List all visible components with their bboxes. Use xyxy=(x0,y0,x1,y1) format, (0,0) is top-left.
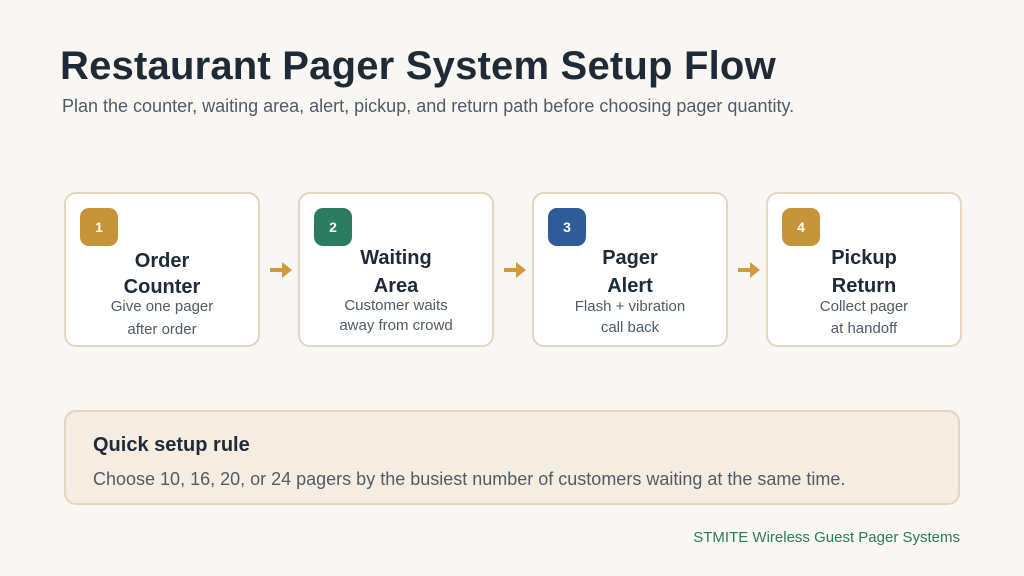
step-number-badge: 1 xyxy=(80,208,118,246)
arrow-right-icon xyxy=(504,262,526,278)
step-description: Customer waits away from crowd xyxy=(339,297,453,334)
step-card-pager-alert: 3 Pager Alert Flash + vibration call bac… xyxy=(532,192,728,347)
arrow-right-icon xyxy=(270,262,292,278)
step-title: Pickup Return xyxy=(831,247,897,297)
arrow-right-icon xyxy=(738,262,760,278)
step-card-order-counter: 1 Order Counter Give one pager after ord… xyxy=(64,192,260,347)
step-card-waiting-area: 2 Waiting Area Customer waits away from … xyxy=(298,192,494,347)
step-number-badge: 3 xyxy=(548,208,586,246)
step-number-badge: 4 xyxy=(782,208,820,246)
step-title: Waiting Area xyxy=(360,247,432,297)
step-title: Pager Alert xyxy=(602,247,658,297)
page-subtitle: Plan the counter, waiting area, alert, p… xyxy=(62,96,795,116)
step-number-badge: 2 xyxy=(314,208,352,246)
step-description: Flash + vibration call back xyxy=(574,298,686,336)
page-title: Restaurant Pager System Setup Flow xyxy=(60,44,776,88)
quick-setup-rule-panel: Quick setup rule Choose 10, 16, 20, or 2… xyxy=(64,410,960,505)
footer-brand: STMITE Wireless Guest Pager Systems xyxy=(693,529,960,546)
step-description: Give one pager after order xyxy=(110,298,214,338)
rule-text: Choose 10, 16, 20, or 24 pagers by the b… xyxy=(93,469,846,489)
step-title: Order Counter xyxy=(123,250,201,298)
step-description: Collect pager at handoff xyxy=(819,298,909,337)
rule-title: Quick setup rule xyxy=(93,434,250,456)
step-card-pickup-return: 4 Pickup Return Collect pager at handoff xyxy=(766,192,962,347)
